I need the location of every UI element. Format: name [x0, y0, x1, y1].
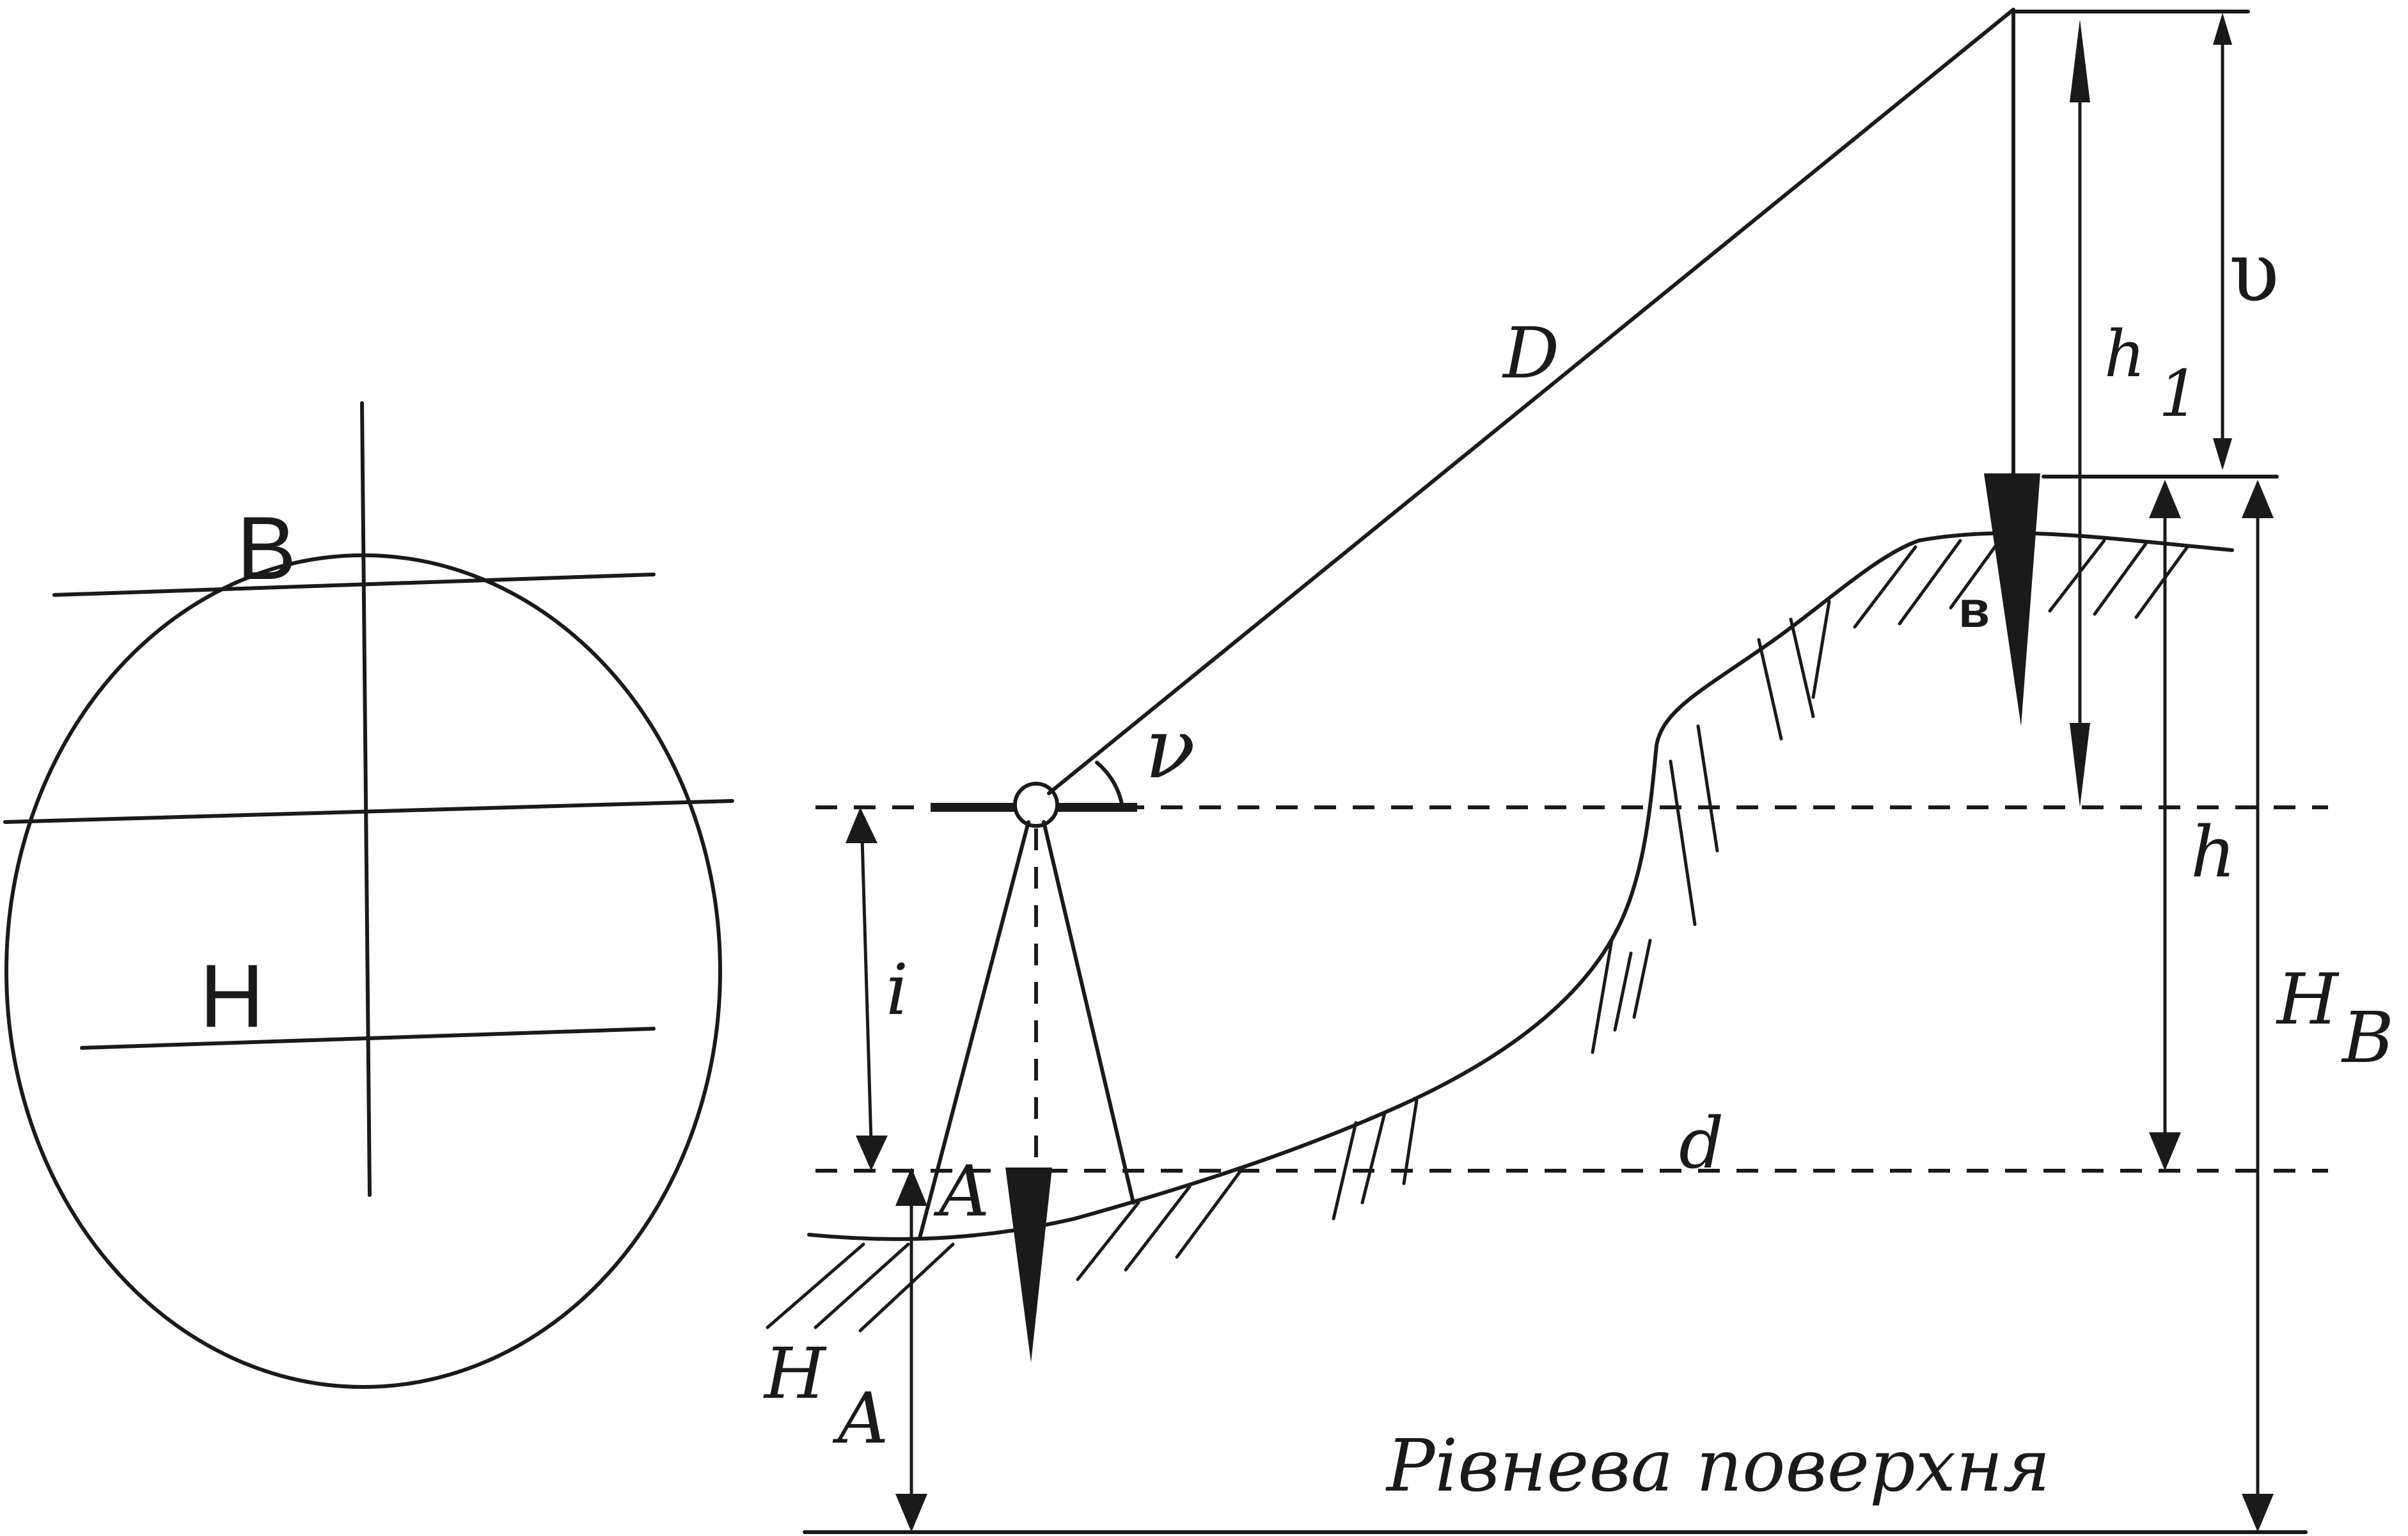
- dimension-hb: H B: [2242, 480, 2394, 1532]
- reticle-horizontal-hair: [3, 799, 734, 824]
- terrain-hatching: [766, 535, 2189, 1333]
- point-a-label: A: [933, 1150, 989, 1232]
- slope-distance-label: D: [1502, 312, 1559, 394]
- reticle-view: B H: [3, 401, 734, 1389]
- instrument-height-label: i: [886, 949, 908, 1031]
- dimension-i: i: [846, 807, 908, 1171]
- plumb-bob-arrow: [1005, 1168, 1052, 1363]
- reticle-vertical-hair: [360, 401, 372, 1197]
- reticle-upper-stadia-hair: [52, 573, 656, 597]
- dimension-h1: h 1: [2070, 19, 2199, 807]
- instrument-tripod: [918, 782, 1137, 1363]
- height-difference-label: h: [2191, 811, 2236, 893]
- instrument-axis-circle: [1013, 782, 1059, 828]
- reticle-lower-label: H: [200, 946, 264, 1046]
- vertical-angle-label: ν: [1145, 700, 1195, 797]
- tripod-left-leg: [918, 820, 1030, 1240]
- vertical-angle-arc: [1095, 761, 1124, 809]
- point-b-label: в: [1958, 581, 1990, 638]
- point-b-wedge: [1984, 473, 2040, 726]
- dimension-upsilon: υ: [2213, 13, 2279, 470]
- ha-label-main: H: [763, 1333, 827, 1414]
- hb-label-sub: B: [2341, 997, 2394, 1079]
- reticle-lower-stadia-hair: [80, 1027, 656, 1050]
- dimension-h: h: [2149, 480, 2236, 1171]
- horizontal-distance-label: d: [1679, 1102, 1724, 1184]
- h1-label-main: h: [2104, 317, 2145, 392]
- h1-label-sub: 1: [2159, 356, 2199, 431]
- upsilon-label: υ: [2229, 223, 2279, 321]
- line-of-sight-d: [1047, 8, 2015, 795]
- terrain-profile: [807, 531, 2234, 1241]
- reticle-upper-label: B: [237, 498, 296, 598]
- level-surface-label: Рівнева поверхня: [1385, 1425, 2050, 1508]
- tripod-right-leg: [1042, 820, 1135, 1205]
- dimension-ha: H A: [763, 1168, 927, 1532]
- hb-label-main: H: [2276, 958, 2340, 1040]
- ha-label-sub: A: [832, 1377, 888, 1459]
